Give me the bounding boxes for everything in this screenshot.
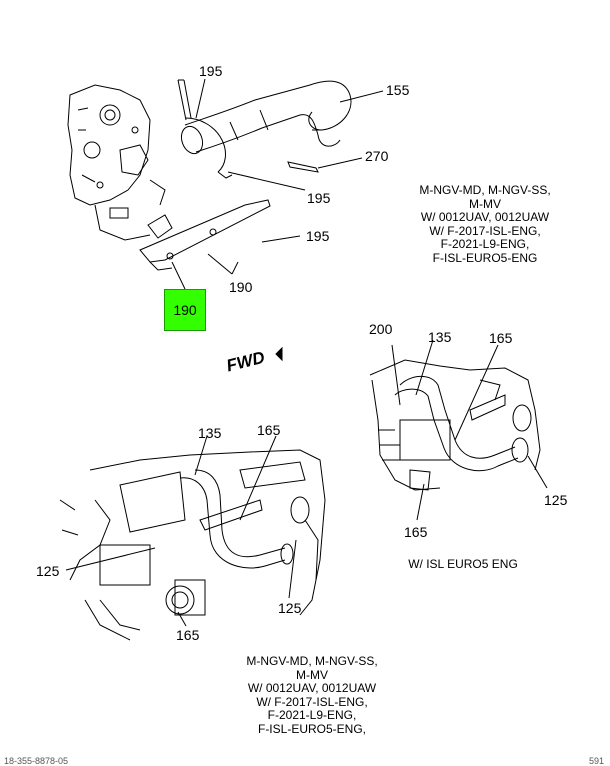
strap-270: [287, 161, 319, 173]
callout-125-left-mid: 125: [278, 600, 302, 616]
forward-arrow-icon: [275, 346, 283, 362]
note-line: M-NGV-MD, M-NGV-SS,: [419, 183, 551, 197]
note-line: W/ F-2017-ISL-ENG,: [429, 223, 541, 238]
applicability-note-bottom: M-NGV-MD, M-NGV-SS, M-MV W/ 0012UAV, 001…: [232, 654, 392, 736]
callout-135-right: 135: [428, 329, 452, 345]
exhaust-pipe-155: [180, 80, 352, 155]
note-line: M-MV: [296, 667, 328, 682]
detail-isl-euro5: [369, 339, 548, 521]
note-line: F-2021-L9-ENG,: [440, 237, 530, 251]
callout-165-left-bottom: 165: [176, 627, 200, 643]
note-line: F-2021-L9-ENG,: [267, 708, 357, 722]
note-line: F-ISL-EURO5-ENG: [432, 250, 538, 265]
note-line: F-ISL-EURO5-ENG,: [257, 721, 366, 736]
bracket-190: [139, 199, 271, 271]
callout-195-mid: 195: [307, 190, 331, 206]
callout-195-low: 195: [306, 228, 330, 244]
callout-190: 190: [229, 279, 253, 295]
note-line: W/ F-2017-ISL-ENG,: [256, 694, 368, 709]
callout-165-right-top: 165: [489, 330, 513, 346]
page-number: 591: [588, 756, 604, 766]
note-line: M-MV: [469, 196, 501, 211]
clamp-195: [177, 79, 233, 179]
engine-block-top: [67, 84, 166, 241]
callout-195-top: 195: [199, 63, 223, 79]
callout-155: 155: [386, 82, 410, 98]
callout-135-left: 135: [198, 425, 222, 441]
callout-125-right: 125: [544, 492, 568, 508]
drawing-number: 18-355-8878-05: [4, 756, 69, 766]
note-line: W/ 0012UAV, 0012UAW: [420, 210, 550, 224]
highlighted-callout-190-label: 190: [173, 302, 197, 318]
applicability-note-top: M-NGV-MD, M-NGV-SS, M-MV W/ 0012UAV, 001…: [405, 183, 565, 265]
callout-200: 200: [369, 321, 393, 337]
note-line: W/ 0012UAV, 0012UAW: [247, 681, 377, 695]
callout-165-left-top: 165: [257, 422, 281, 438]
detail-bottom-left: [59, 435, 326, 641]
leaders-top: [171, 78, 384, 290]
detail-caption-euro5: W/ ISL EURO5 ENG: [408, 557, 518, 571]
highlighted-callout-190[interactable]: 190: [164, 289, 206, 331]
fwd-label: FWD: [225, 348, 267, 376]
callout-165-right-bottom: 165: [404, 524, 428, 540]
note-line: M-NGV-MD, M-NGV-SS,: [246, 654, 378, 668]
callout-125-left: 125: [36, 563, 60, 579]
callout-270: 270: [365, 148, 389, 164]
